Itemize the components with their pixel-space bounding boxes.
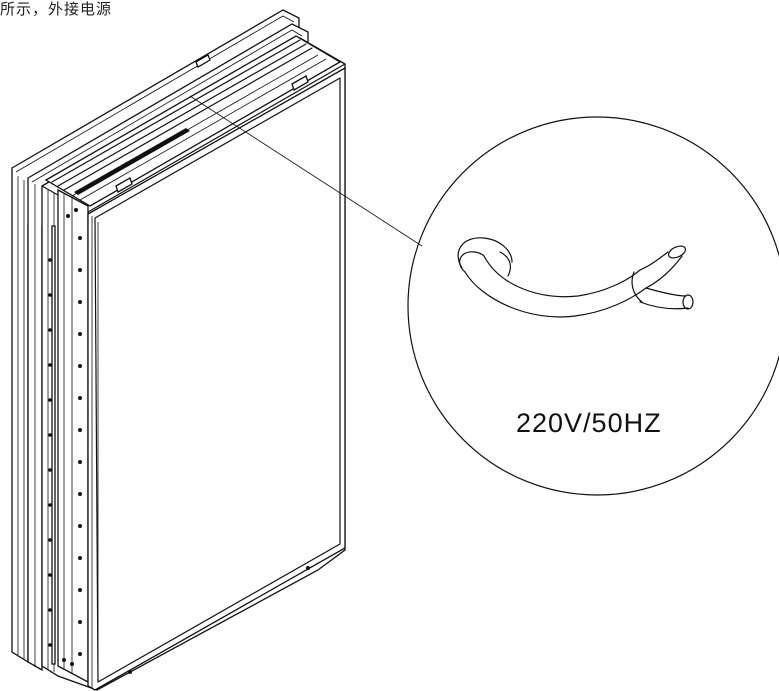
top-rails	[44, 35, 342, 207]
instruction-caption: 所示，外接电源	[0, 0, 113, 18]
front-panel	[87, 66, 346, 691]
side-strip	[48, 188, 89, 684]
power-cable-icon	[457, 237, 694, 318]
detail-callout: 220V/50HZ	[407, 116, 779, 496]
leader-line	[189, 95, 423, 247]
voltage-label: 220V/50HZ	[516, 408, 662, 438]
